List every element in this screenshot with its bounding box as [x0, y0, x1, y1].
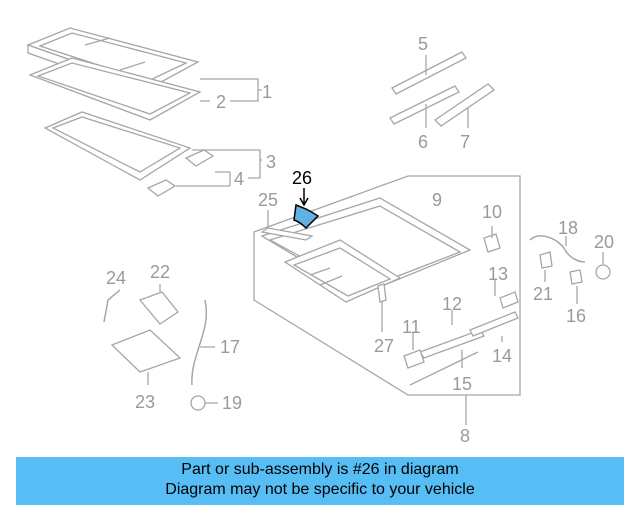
parts-diagram: 1 2 3 4 5 6 7 8 9 10 11 12 13 14 15 16 1… [26, 27, 614, 446]
banner-line-2: Diagram may not be specific to your vehi… [165, 481, 475, 498]
highlighted-part-26 [293, 188, 320, 230]
label-part-8: 8 [460, 426, 470, 446]
label-part-9: 9 [432, 190, 442, 210]
info-banner: Part or sub-assembly is #26 in diagram D… [16, 457, 624, 505]
small-parts-left [103, 284, 218, 411]
drain-hose-parts [529, 235, 611, 304]
label-part-23: 23 [135, 392, 155, 412]
label-part-1: 1 [262, 82, 272, 102]
label-part-27: 27 [374, 336, 394, 356]
label-part-15: 15 [452, 374, 472, 394]
label-part-25: 25 [258, 190, 278, 210]
label-part-26: 26 [292, 168, 312, 188]
label-part-18: 18 [558, 218, 578, 238]
label-part-3: 3 [266, 152, 276, 172]
banner-line-1: Part or sub-assembly is #26 in diagram [181, 461, 459, 478]
label-part-19: 19 [222, 393, 242, 413]
deflector-parts [260, 210, 387, 332]
label-part-22: 22 [150, 262, 170, 282]
label-part-21: 21 [533, 284, 553, 304]
brackets [146, 149, 215, 197]
side-rails [389, 51, 496, 128]
label-part-14: 14 [492, 346, 512, 366]
label-part-12: 12 [442, 294, 462, 314]
sunroof-frame [253, 175, 521, 425]
label-part-11: 11 [402, 317, 421, 337]
label-part-7: 7 [460, 132, 470, 152]
label-part-24: 24 [106, 268, 126, 288]
glass-seal [28, 57, 202, 121]
callouts-left [176, 78, 262, 187]
label-part-10: 10 [482, 202, 502, 222]
small-parts-right [403, 226, 519, 386]
label-part-6: 6 [418, 132, 428, 152]
label-part-13: 13 [488, 264, 508, 284]
label-part-16: 16 [566, 306, 586, 326]
label-part-20: 20 [594, 232, 614, 252]
label-part-2: 2 [216, 92, 226, 112]
label-part-4: 4 [234, 169, 244, 189]
weatherstrip [43, 111, 192, 181]
label-part-17: 17 [220, 337, 240, 357]
label-part-5: 5 [418, 34, 428, 54]
